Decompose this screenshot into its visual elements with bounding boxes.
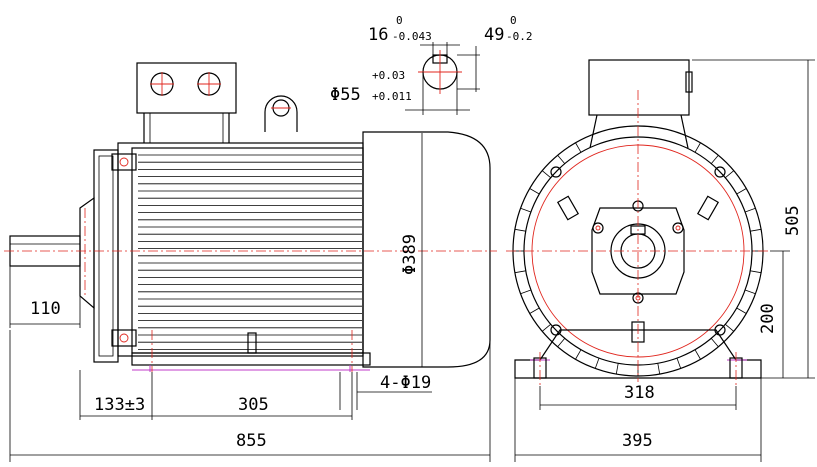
front-dimensions: 505 200 318 395 [514, 59, 815, 462]
side-dimensions: 110 133±3 305 855 4-Φ19 Φ389 [9, 133, 491, 462]
terminal-box [136, 62, 237, 114]
inner-flange [591, 207, 685, 295]
dim-foot-spacing-side: 305 [238, 395, 269, 415]
dim-overall-length: 855 [236, 431, 267, 451]
frame [117, 142, 364, 357]
side-view [4, 62, 497, 372]
cooling-fins [138, 154, 362, 350]
dim-shaft-center-height: 200 [758, 303, 778, 334]
dim-body-diameter: Φ389 [400, 234, 420, 275]
svg-text:+0.03: +0.03 [372, 69, 405, 82]
front-foot [514, 329, 762, 379]
end-shield [79, 196, 95, 310]
svg-text:0: 0 [396, 14, 403, 27]
svg-text:+0.011: +0.011 [372, 90, 412, 103]
dim-foot-spacing-front: 318 [624, 383, 655, 403]
svg-text:-0.2: -0.2 [506, 30, 533, 43]
dim-key-width: 16 [368, 25, 388, 45]
svg-text:0: 0 [510, 14, 517, 27]
dim-foot-offset: 133±3 [94, 395, 145, 415]
dim-shaft-ext: 110 [30, 299, 61, 319]
front-view [506, 59, 770, 386]
dim-bolt-holes: 4-Φ19 [380, 373, 431, 393]
shaft-section: 16 0 -0.043 49 0 -0.2 Φ55 +0.03 +0.011 [330, 14, 533, 115]
dim-overall-height: 505 [783, 205, 803, 236]
dim-key-depth: 49 [484, 25, 504, 45]
foot-base [131, 352, 371, 366]
fan-cowl [362, 131, 491, 368]
front-terminal-box [588, 59, 690, 116]
svg-text:-0.043: -0.043 [392, 30, 432, 43]
lifting-eye [264, 95, 298, 132]
dim-shaft-diameter: Φ55 [330, 85, 361, 105]
dim-overall-width: 395 [622, 431, 653, 451]
